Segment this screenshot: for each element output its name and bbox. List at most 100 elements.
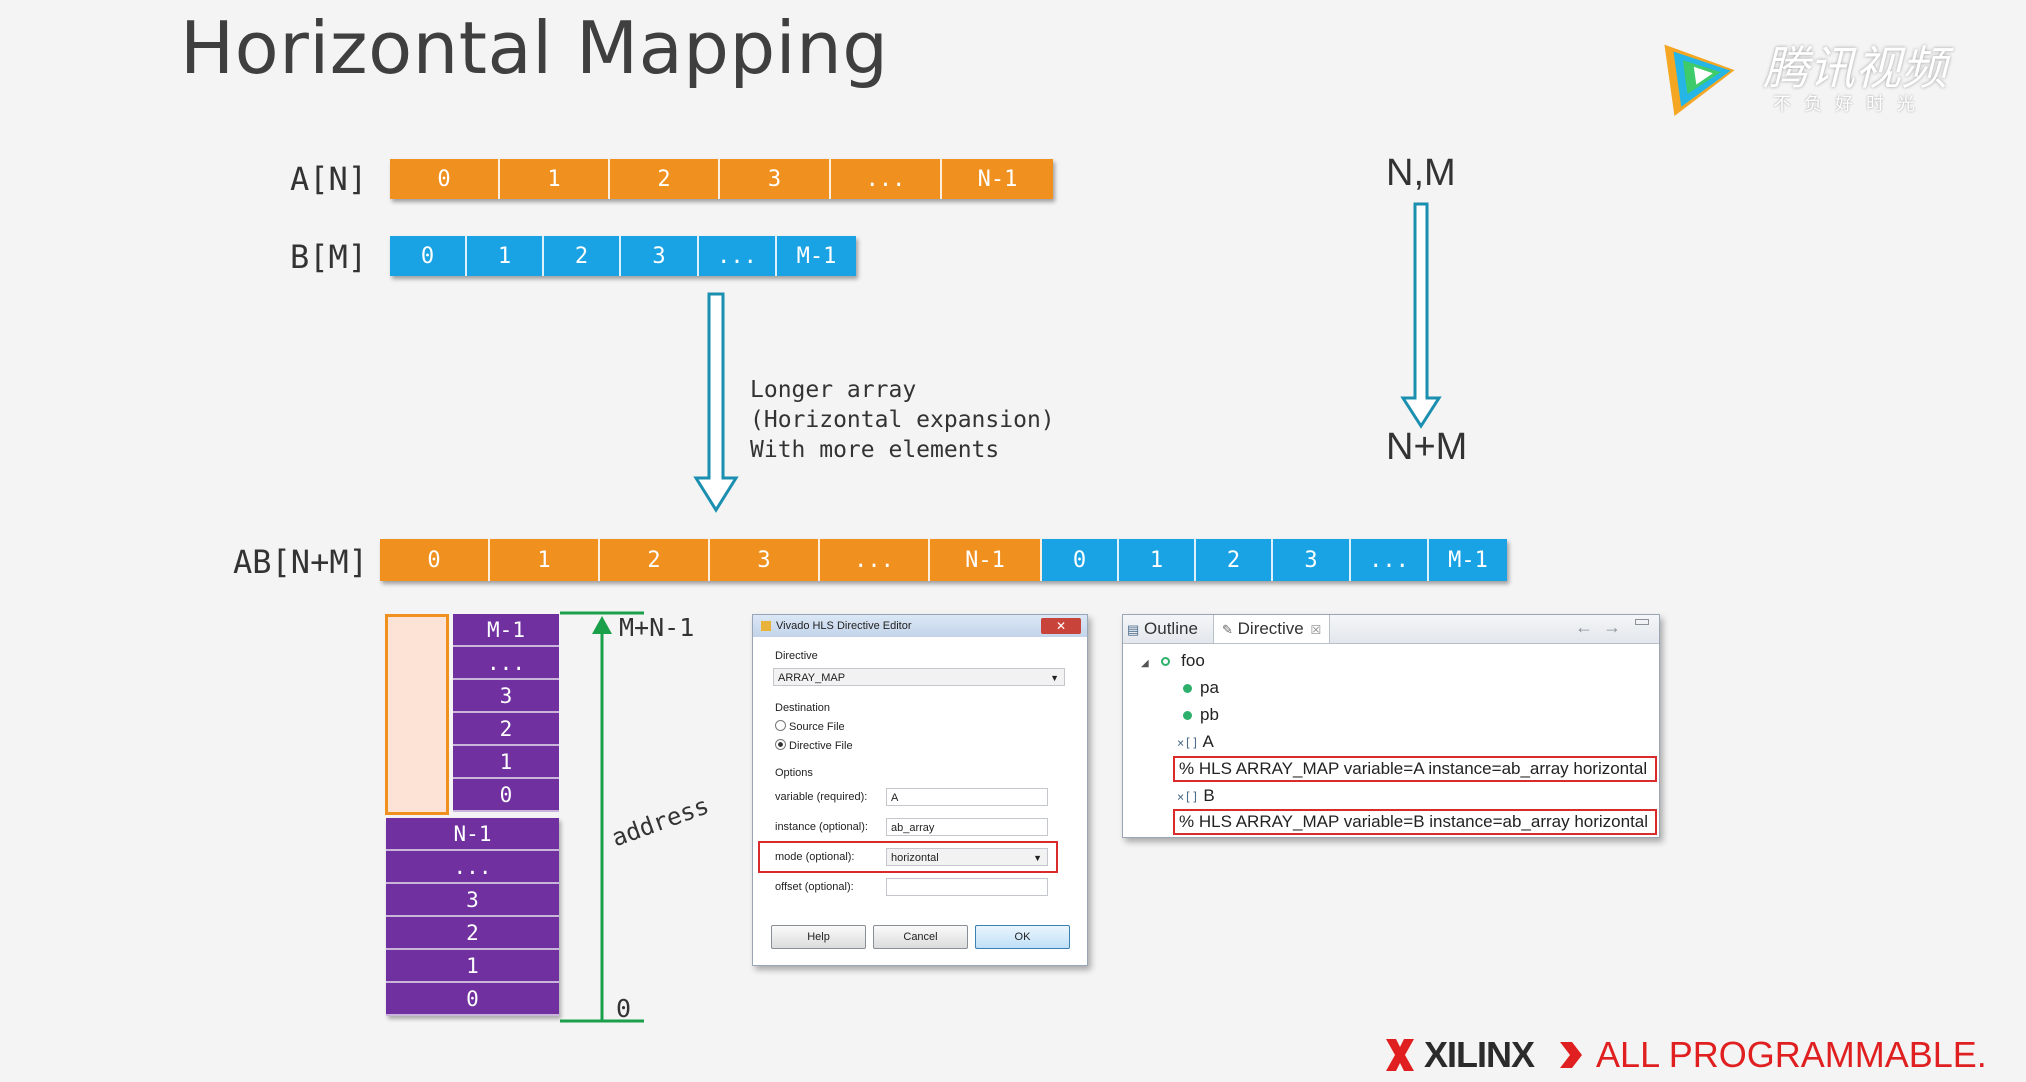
- directive-select[interactable]: ARRAY_MAP ▼: [773, 668, 1065, 686]
- size-before-label: N,M: [1386, 152, 1456, 194]
- xilinx-footer: XILINX ALL PROGRAMMABLE.: [1384, 1034, 1987, 1082]
- source-file-radio[interactable]: Source File: [775, 720, 845, 733]
- mode-select[interactable]: horizontal ▼: [886, 848, 1048, 866]
- cancel-button[interactable]: Cancel: [873, 925, 968, 949]
- memory-cell: 2: [386, 917, 559, 950]
- tree-node-label: HLS ARRAY_MAP variable=A instance=ab_arr…: [1198, 759, 1648, 778]
- array-b-cell: 1: [467, 236, 544, 276]
- play-logo-icon: [1664, 44, 1735, 116]
- close-button[interactable]: ✕: [1041, 618, 1081, 634]
- array-b-strip: 0 1 2 3 ... M-1: [390, 236, 856, 276]
- array-a-cell: N-1: [942, 159, 1053, 199]
- memory-cell: 3: [386, 884, 559, 917]
- port-icon: [1183, 684, 1192, 693]
- memory-cell: 3: [453, 680, 559, 713]
- tab-outline[interactable]: ▤ Outline: [1127, 619, 1198, 639]
- tab-close-icon[interactable]: ☒: [1310, 623, 1322, 637]
- pragma-highlight-box: [1173, 809, 1657, 835]
- array-b-label: B[M]: [290, 238, 368, 276]
- pragma-highlight-box: [1173, 756, 1657, 782]
- instance-label: instance (optional):: [775, 821, 868, 833]
- array-b-cell: 2: [544, 236, 621, 276]
- array-ab-cell: N-1: [930, 539, 1042, 581]
- array-ab-cell: 0: [380, 539, 490, 581]
- panel-tab-bar: ▤ Outline ✎ Directive ☒ ← →: [1123, 615, 1659, 644]
- function-icon: [1161, 657, 1171, 666]
- array-ab-cell: 2: [600, 539, 710, 581]
- array-icon: ×[]: [1177, 790, 1199, 804]
- array-ab-cell: 1: [490, 539, 600, 581]
- tree-node-port[interactable]: pb: [1183, 705, 1219, 725]
- address-bottom-label: 0: [616, 994, 632, 1023]
- down-arrow-icon: [693, 292, 739, 513]
- memory-cell: 0: [386, 983, 559, 1016]
- directive-section-label: Directive: [775, 650, 818, 662]
- tab-outline-label: Outline: [1144, 619, 1198, 638]
- tree-node-label: foo: [1181, 651, 1205, 670]
- array-a-cell: 2: [610, 159, 720, 199]
- destination-section-label: Destination: [775, 702, 831, 714]
- radio-unchecked-icon: [775, 720, 786, 731]
- port-icon: [1183, 711, 1192, 720]
- outline-icon: ▤: [1127, 622, 1140, 637]
- tree-node-label: HLS ARRAY_MAP variable=B instance=ab_arr…: [1198, 812, 1649, 831]
- tab-directive[interactable]: ✎ Directive ☒: [1213, 615, 1331, 643]
- app-icon: [761, 621, 771, 631]
- memory-cell: 1: [386, 950, 559, 983]
- array-b-cell: 3: [621, 236, 699, 276]
- array-b-cell: M-1: [777, 236, 856, 276]
- collapse-triangle-icon: ◢: [1141, 658, 1149, 669]
- down-arrow-icon: [1400, 202, 1442, 429]
- array-a-cell: 0: [390, 159, 500, 199]
- array-ab-label: AB[N+M]: [233, 543, 368, 581]
- tree-node-array[interactable]: ×[] A: [1177, 732, 1214, 752]
- tree-node-array[interactable]: ×[] B: [1177, 786, 1215, 806]
- forward-arrow-icon[interactable]: →: [1603, 617, 1621, 637]
- tree-node-foo[interactable]: ◢ foo: [1141, 651, 1205, 671]
- array-a-cell: ...: [831, 159, 942, 199]
- back-arrow-icon[interactable]: ←: [1575, 617, 1593, 637]
- tree-node-label: B: [1203, 786, 1215, 805]
- array-ab-strip: 0 1 2 3 ... N-1 0 1 2 3 ... M-1: [380, 539, 1507, 581]
- array-ab-cell: ...: [1351, 539, 1429, 581]
- mode-highlight-box: [758, 841, 1058, 873]
- address-top-label: M+N-1: [619, 613, 695, 642]
- offset-input[interactable]: [886, 878, 1048, 896]
- size-after-label: N+M: [1386, 426, 1468, 468]
- tree-node-pragma[interactable]: % HLS ARRAY_MAP variable=A instance=ab_a…: [1179, 759, 1647, 779]
- memory-cell: 2: [453, 713, 559, 746]
- memory-cell: N-1: [386, 818, 559, 851]
- dialog-title-bar: Vivado HLS Directive Editor ✕: [753, 615, 1087, 637]
- minimize-icon[interactable]: [1635, 619, 1649, 625]
- array-ab-cell: 2: [1196, 539, 1273, 581]
- chevron-right-icon: [1558, 1037, 1584, 1079]
- directive-editor-dialog: Vivado HLS Directive Editor ✕ Directive …: [752, 614, 1088, 966]
- xilinx-logo-icon: [1384, 1037, 1416, 1082]
- array-ab-cell: 3: [710, 539, 820, 581]
- unused-memory-block: [385, 614, 449, 815]
- array-icon: ×[]: [1177, 736, 1199, 750]
- chevron-down-icon: ▼: [1033, 853, 1042, 863]
- ok-button[interactable]: OK: [975, 925, 1070, 949]
- memory-cell: 1: [453, 746, 559, 779]
- array-ab-cell: M-1: [1429, 539, 1507, 581]
- memory-a-column: N-1 ... 3 2 1 0: [386, 818, 559, 1016]
- help-button[interactable]: Help: [771, 925, 866, 949]
- instance-input[interactable]: ab_array: [886, 818, 1048, 836]
- xilinx-tagline: ALL PROGRAMMABLE.: [1596, 1034, 1987, 1075]
- memory-cell: M-1: [453, 614, 559, 647]
- array-ab-cell: ...: [820, 539, 930, 581]
- tree-node-port[interactable]: pa: [1183, 678, 1219, 698]
- address-axis: [560, 611, 644, 1023]
- tree-node-pragma[interactable]: % HLS ARRAY_MAP variable=B instance=ab_a…: [1179, 812, 1648, 832]
- expansion-note: Longer array (Horizontal expansion) With…: [750, 377, 1055, 463]
- memory-cell: ...: [386, 851, 559, 884]
- directive-file-label: Directive File: [789, 740, 853, 752]
- array-a-label: A[N]: [290, 160, 368, 198]
- offset-label: offset (optional):: [775, 881, 854, 893]
- dialog-title: Vivado HLS Directive Editor: [776, 620, 912, 632]
- variable-input[interactable]: A: [886, 788, 1048, 806]
- directive-file-radio[interactable]: Directive File: [775, 739, 853, 752]
- array-b-cell: 0: [390, 236, 467, 276]
- source-file-label: Source File: [789, 721, 845, 733]
